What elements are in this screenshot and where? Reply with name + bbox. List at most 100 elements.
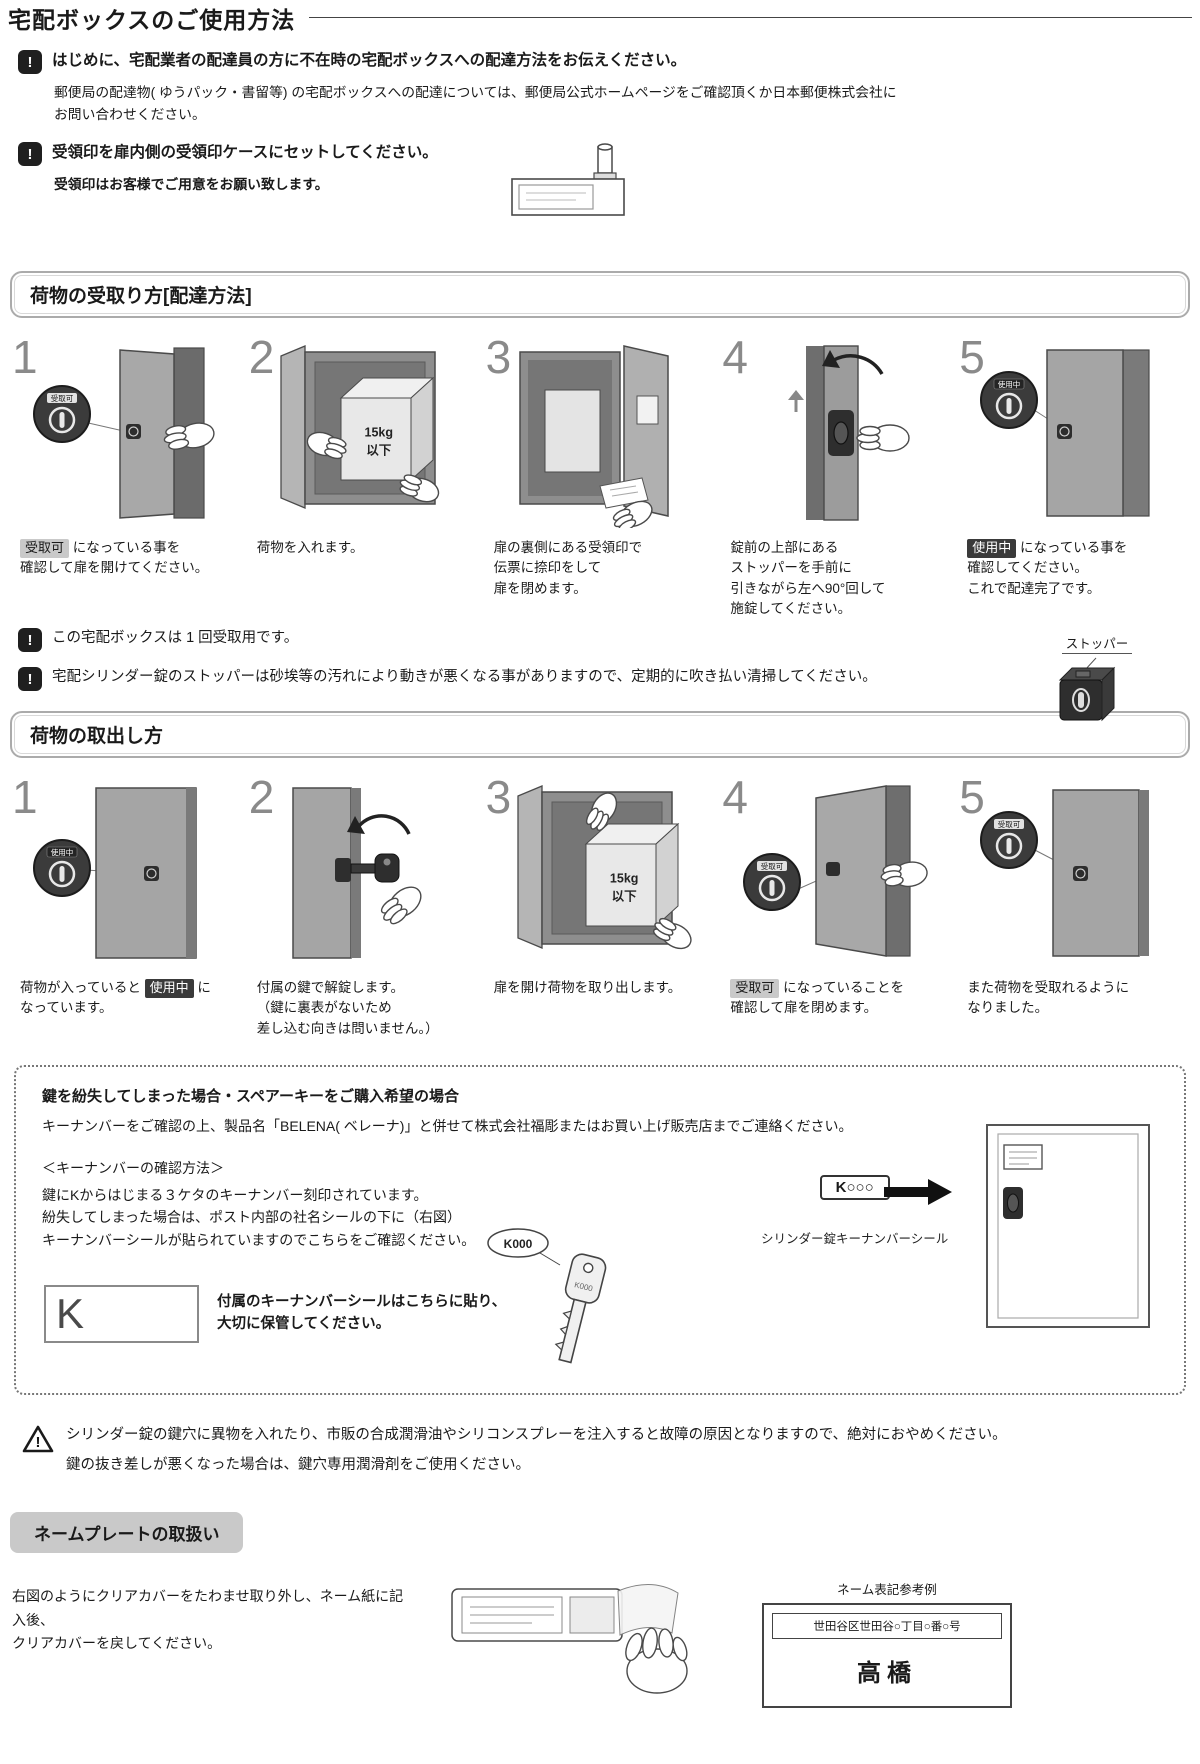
receive-step-1-illustration: 受取可	[26, 338, 241, 534]
step-caption: 荷物を入れます。	[256, 540, 364, 556]
step-caption: 受取可 になっていることを 確認して扉を閉めます。	[730, 979, 904, 1016]
section-header-nameplate: ネームプレートの取扱い	[10, 1511, 244, 1553]
svg-text:使用中: 使用中	[51, 847, 74, 857]
warning-line-1: シリンダー錠の鍵穴に異物を入れたり、市販の合成潤滑油やシリコンスプレーを注入する…	[66, 1426, 1007, 1443]
section-header-takeout: 荷物の取出し方	[10, 711, 1190, 759]
intro-note-2: ! 受領印を扉内側の受領印ケースにセットしてください。	[18, 142, 1186, 167]
step-caption: 錠前の上部にある ストッパーを手前に 引きながら左へ90°回して 施錠してくださ…	[730, 540, 886, 616]
nameplate-illustration	[422, 1571, 722, 1721]
alert-icon: !	[18, 50, 42, 75]
receive-notes: ! この宅配ボックスは 1 回受取用です。 ! 宅配シリンダー錠のストッパーは砂…	[8, 628, 1192, 722]
door-closed-lock-inuse-icon: 使用中	[980, 349, 1150, 517]
takeout-step-3: 3	[482, 774, 719, 1039]
stamp-receipt-icon	[518, 345, 669, 529]
key-sticker-note: 付属のキーナンバーシールはこちらに貼り、 大切に保管してください。	[217, 1294, 507, 1332]
title-divider	[309, 17, 1192, 18]
lost-key-title: 鍵を紛失してしまった場合・スペアーキーをご購入希望の場合	[42, 1087, 460, 1105]
svg-text:受取可: 受取可	[761, 861, 784, 871]
step-caption: 荷物が入っていると 使用中 に なっています。	[20, 979, 211, 1016]
stopper-lock-icon	[1058, 657, 1116, 722]
step-number: 5	[959, 331, 985, 384]
status-badge-available: 受取可	[730, 979, 780, 998]
alert-icon: !	[18, 628, 42, 653]
receipt-box-icon	[511, 143, 625, 216]
intro-note-1-heading: はじめに、宅配業者の配達員の方に不在時の宅配ボックスへの配達方法をお伝えください…	[52, 52, 687, 70]
warning-line-2: 鍵の抜き差しが悪くなった場合は、鍵穴専用潤滑剤をご使用ください。	[66, 1456, 530, 1473]
page-title: 宅配ボックスのご使用方法	[8, 7, 296, 33]
step-caption: 受取可 になっている事を 確認して扉を開けてください。	[20, 539, 209, 576]
intro-note-2-body: 受領印はお客様でご用意をお願い致します。	[54, 177, 329, 193]
takeout-step-3-illustration: 15kg 以下	[500, 778, 715, 974]
status-badge-inuse: 使用中	[967, 539, 1017, 558]
receive-step-5: 5 使用中 使用中 になっている事を 確認してください。 これで配達完了です。	[955, 334, 1192, 619]
package-weight-label: 15kg 以下	[609, 871, 639, 904]
step-caption: 付属の鍵で解錠します。 （鍵に裏表がないため 差し込む向きは問いません。）	[256, 980, 439, 1036]
svg-text:K000: K000	[504, 1237, 533, 1251]
close-door-lock-available-icon: 受取可	[743, 785, 929, 957]
nameplate-body: 右図のようにクリアカバーをたわませ取り外し、ネーム紙に記入後、 クリアカバーを戻…	[12, 1587, 404, 1652]
step-number: 4	[722, 331, 748, 384]
intro-note-1: ! はじめに、宅配業者の配達員の方に不在時の宅配ボックスへの配達方法をお伝えくだ…	[18, 50, 1186, 75]
receive-step-3-illustration	[500, 338, 715, 534]
step-caption: 扉の裏側にある受領印で 伝票に捺印をして 扉を閉めます。	[493, 540, 643, 596]
alert-icon: !	[18, 667, 42, 692]
takeout-step-5-illustration: 受取可	[973, 778, 1188, 974]
receive-steps-row: 1 受取可 受取可 になっている事を 確認	[8, 334, 1192, 619]
step-number: 1	[12, 771, 38, 824]
note-stopper-care: ! 宅配シリンダー錠のストッパーは砂埃等の汚れにより動きが悪くなる事がありますの…	[18, 667, 1016, 692]
step-number: 2	[248, 771, 275, 824]
step-caption: 使用中 になっている事を 確認してください。 これで配達完了です。	[967, 539, 1128, 596]
lost-key-body: キーナンバーをご確認の上、製品名「BELENA( ベレーナ)」と併せて株式会社福…	[42, 1117, 853, 1134]
page-header: 宅配ボックスのご使用方法	[8, 7, 1192, 33]
receive-step-2-illustration: 15kg 以下	[263, 338, 478, 534]
takeout-step-2-illustration	[263, 778, 478, 974]
stopper-illustration-group: ストッパー	[1052, 633, 1142, 728]
remove-package-icon	[516, 785, 692, 950]
takeout-step-4: 4 受取可 受取可 になっていることを 確認して扉を閉めます	[718, 774, 955, 1039]
alert-icon: !	[18, 142, 42, 167]
note-single-use: ! この宅配ボックスは 1 回受取用です。	[18, 628, 1016, 653]
arrow-right-icon	[884, 1177, 954, 1207]
step-caption: また荷物を受取れるように なりました。	[967, 980, 1130, 1016]
takeout-step-5: 5 受取可 また荷物を受取れるように なりました。	[955, 774, 1192, 1039]
door-interior-icon	[986, 1123, 1150, 1328]
door-closed-lock-inuse-icon: 使用中	[33, 787, 197, 959]
warning-block: ! シリンダー錠の鍵穴に異物を入れたり、市販の合成潤滑油やシリコンスプレーを注入…	[22, 1425, 1182, 1476]
nameplate-content: 右図のようにクリアカバーをたわませ取り外し、ネーム紙に記入後、 クリアカバーを戻…	[8, 1571, 1192, 1721]
step-number: 3	[485, 331, 512, 384]
step-caption: 扉を開け荷物を取り出します。	[493, 980, 682, 996]
key-icon: K000 K000	[487, 1228, 607, 1364]
step-number: 4	[722, 771, 748, 824]
receive-step-5-illustration: 使用中	[973, 338, 1188, 534]
key-number-method-title: ＜キーナンバーの確認方法＞	[42, 1159, 224, 1176]
takeout-step-2: 2 付属の鍵で解錠します。 （鍵に裏表がないため 差し込む向きは問いません。	[245, 774, 482, 1039]
key-number-method-lines: 鍵にKからはじまる３ケタのキーナンバー刻印されています。 紛失してしまった場合は…	[42, 1186, 476, 1248]
nameplate-example-name: 高橋	[857, 1659, 917, 1687]
lost-key-section: 鍵を紛失してしまった場合・スペアーキーをご購入希望の場合 キーナンバーをご確認の…	[14, 1064, 1186, 1395]
receive-step-3: 3 扉の裏側にある受領印で 伝票に捺印をして 扉を閉めます。	[482, 334, 719, 619]
nameplate-example-box: 世田谷区世田谷○丁目○番○号 高橋	[762, 1602, 1012, 1708]
svg-text:受取可: 受取可	[998, 819, 1021, 829]
svg-text:使用中: 使用中	[998, 379, 1021, 389]
section-header-receive: 荷物の受取り方[配達方法]	[10, 271, 1190, 319]
step-number: 5	[959, 771, 985, 824]
key-number-seal: K○○○	[819, 1174, 890, 1200]
key-sticker-placeholder-box: K	[44, 1284, 199, 1343]
key-sticker-row: K 付属のキーナンバーシールはこちらに貼り、 大切に保管してください。	[44, 1284, 507, 1343]
big-k-letter: K	[56, 1289, 85, 1337]
receipt-stamp-illustration	[506, 143, 636, 221]
intro-note-2-heading: 受領印を扉内側の受領印ケースにセットしてください。	[52, 144, 438, 162]
takeout-step-1-illustration: 使用中	[26, 778, 241, 974]
receive-step-2: 2	[245, 334, 482, 619]
stopper-label: ストッパー	[1061, 633, 1133, 655]
status-badge-inuse: 使用中	[144, 979, 194, 998]
warning-triangle-icon: !	[22, 1425, 54, 1453]
receive-step-4: 4 錠前の上部にある ストッパーを手前に 引きながら左へ90°回して 施錠し	[718, 334, 955, 619]
post-interior-diagram	[981, 1119, 1156, 1334]
key-illustration: K000 K000	[486, 1217, 636, 1377]
package-weight-label: 15kg 以下	[364, 425, 394, 458]
insert-package-icon	[280, 345, 439, 510]
takeout-steps-row: 1 使用中 荷物が入っていると 使用中 に なっています。 2	[8, 774, 1192, 1039]
svg-text:受取可: 受取可	[51, 393, 74, 403]
status-badge-available: 受取可	[20, 539, 70, 558]
